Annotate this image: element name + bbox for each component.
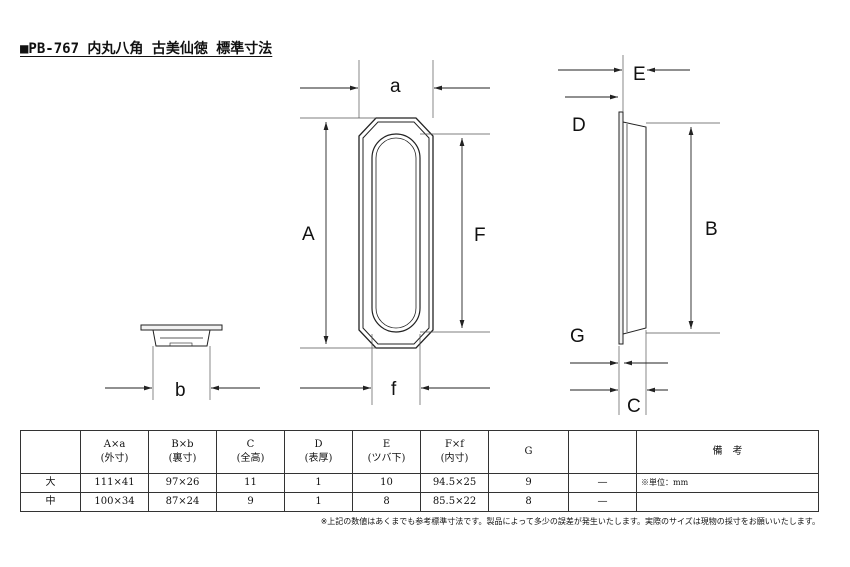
flange — [140, 324, 223, 331]
front-view — [358, 117, 434, 349]
cell-size: 大 — [20, 473, 81, 493]
side-plate — [618, 111, 624, 345]
header-G: G — [488, 430, 569, 474]
cell-E: 8 — [352, 492, 421, 512]
dim-label-E: E — [633, 64, 646, 85]
dim-label-C: C — [627, 396, 641, 417]
front-dimension-arrows — [300, 85, 490, 391]
cell-C: 9 — [216, 492, 285, 512]
cell-Ff: 94.5×25 — [420, 473, 489, 493]
dim-label-G: G — [570, 326, 585, 347]
cell-extra: — — [568, 473, 637, 493]
header-extra — [568, 430, 637, 474]
header-Aa: A×a(外寸) — [80, 430, 149, 474]
cell-C: 11 — [216, 473, 285, 493]
cell-G: 8 — [488, 492, 569, 512]
side-view — [618, 111, 647, 345]
cell-G: 9 — [488, 473, 569, 493]
table-row: 中 100×34 87×24 9 1 8 85.5×22 8 — — [20, 492, 819, 512]
dim-label-F: F — [474, 225, 486, 246]
front-extension-lines — [300, 60, 490, 405]
cell-extra: — — [568, 492, 637, 512]
cell-Aa: 111×41 — [80, 473, 149, 493]
cell-note — [636, 492, 819, 512]
header-D: D(表厚) — [284, 430, 353, 474]
header-Bb: B×b(裏寸) — [148, 430, 217, 474]
table-row: 大 111×41 97×26 11 1 10 94.5×25 9 — ※単位：m… — [20, 473, 819, 493]
page-title: ■PB-767 内丸八角 古美仙徳 標準寸法 — [20, 41, 273, 57]
header-C: C(全高) — [216, 430, 285, 474]
side-cup — [622, 121, 647, 335]
outer-octagon — [358, 117, 434, 349]
dim-label-a: a — [390, 76, 401, 97]
side-dimension-arrows — [558, 67, 694, 393]
cell-size: 中 — [20, 492, 81, 512]
dim-label-D: D — [572, 115, 586, 136]
header-remarks: 備 考 — [636, 430, 819, 474]
cell-Ff: 85.5×22 — [420, 492, 489, 512]
footnote: ※上記の数値はあくまでも参考標準寸法です。製品によって多少の誤差が発生いたします… — [320, 517, 820, 526]
header-Ff: F×f(内寸) — [420, 430, 489, 474]
cell-D: 1 — [284, 473, 353, 493]
bottom-view — [140, 324, 223, 347]
bottom-dimension — [105, 346, 260, 400]
header-size — [20, 430, 81, 474]
cell-E: 10 — [352, 473, 421, 493]
side-extension-lines — [618, 55, 720, 415]
cell-note: ※単位：mm — [636, 473, 819, 493]
cell-Bb: 97×26 — [148, 473, 217, 493]
inner-recess-edge — [375, 137, 417, 329]
table-header-row: A×a(外寸) B×b(裏寸) C(全高) D(表厚) E(ツバ下) F×f(内… — [20, 430, 819, 474]
inner-octagon — [362, 121, 430, 345]
dim-label-B: B — [705, 219, 718, 240]
cell-Bb: 87×24 — [148, 492, 217, 512]
inner-recess — [371, 133, 421, 333]
header-E: E(ツバ下) — [352, 430, 421, 474]
dimension-table: A×a(外寸) B×b(裏寸) C(全高) D(表厚) E(ツバ下) F×f(内… — [20, 430, 819, 512]
dim-label-b: b — [175, 380, 186, 401]
technical-drawing: a A F f b E D B G C — [105, 55, 720, 417]
dim-label-f: f — [391, 379, 397, 400]
cell-D: 1 — [284, 492, 353, 512]
cell-Aa: 100×34 — [80, 492, 149, 512]
dim-label-A: A — [302, 224, 315, 245]
